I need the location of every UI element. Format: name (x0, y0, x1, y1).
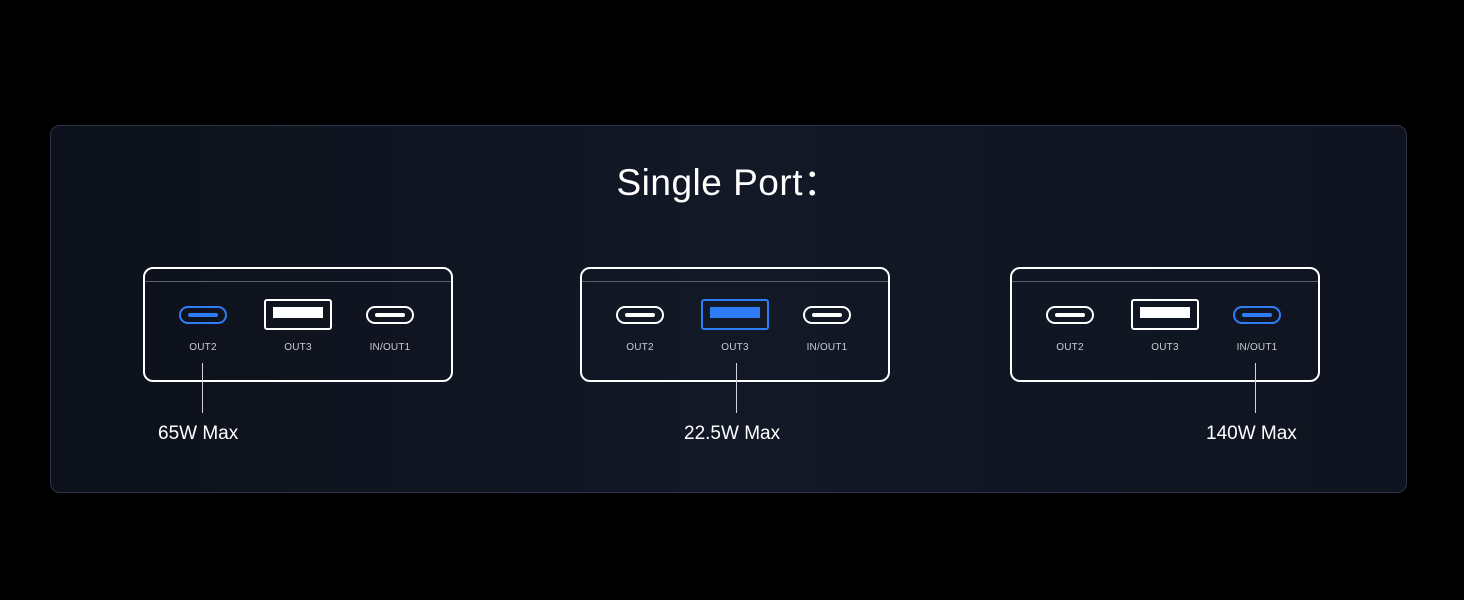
usb-c-port-icon (616, 306, 664, 324)
usb-a-port-icon (1131, 299, 1199, 330)
port-label: OUT2 (189, 342, 217, 353)
port-label: IN/OUT1 (806, 342, 848, 353)
port-out3: OUT3 (690, 299, 780, 359)
port-in-out1: IN/OUT1 (1212, 299, 1302, 359)
leader-line (1255, 363, 1256, 413)
power-bank-ports-diagram: OUT2 OUT3 IN/OUT1 (1010, 267, 1320, 382)
port-out3: OUT3 (253, 299, 343, 359)
device-edge-line (1012, 281, 1318, 282)
port-out2: OUT2 (1025, 299, 1115, 359)
usb-c-port-icon (1046, 306, 1094, 324)
port-in-out1: IN/OUT1 (782, 299, 872, 359)
device-edge-line (145, 281, 451, 282)
usb-c-port-icon (1233, 306, 1281, 324)
usb-c-port-icon (179, 306, 227, 324)
output-power-label: 22.5W Max (684, 423, 781, 444)
usb-c-port-icon (366, 306, 414, 324)
power-bank-ports-diagram: OUT2 OUT3 IN/OUT1 (143, 267, 453, 382)
leader-line (202, 363, 203, 413)
device-edge-line (582, 281, 888, 282)
usb-c-port-icon (803, 306, 851, 324)
port-out3: OUT3 (1120, 299, 1210, 359)
port-label: OUT3 (1151, 342, 1179, 353)
port-out2: OUT2 (595, 299, 685, 359)
leader-line (736, 363, 737, 413)
panel-title: Single Port： (616, 162, 841, 203)
single-port-panel: Single Port： OUT2 OUT3 IN/OUT1 65W Max O… (50, 125, 1407, 493)
usb-a-port-icon (701, 299, 769, 330)
port-label: IN/OUT1 (1236, 342, 1278, 353)
power-bank-ports-diagram: OUT2 OUT3 IN/OUT1 (580, 267, 890, 382)
port-label: OUT3 (721, 342, 749, 353)
usb-a-port-icon (264, 299, 332, 330)
output-power-label: 65W Max (158, 423, 239, 444)
port-out2: OUT2 (158, 299, 248, 359)
output-power-label: 140W Max (1206, 423, 1297, 444)
port-label: IN/OUT1 (369, 342, 411, 353)
port-label: OUT3 (284, 342, 312, 353)
port-in-out1: IN/OUT1 (345, 299, 435, 359)
port-label: OUT2 (1056, 342, 1084, 353)
port-label: OUT2 (626, 342, 654, 353)
